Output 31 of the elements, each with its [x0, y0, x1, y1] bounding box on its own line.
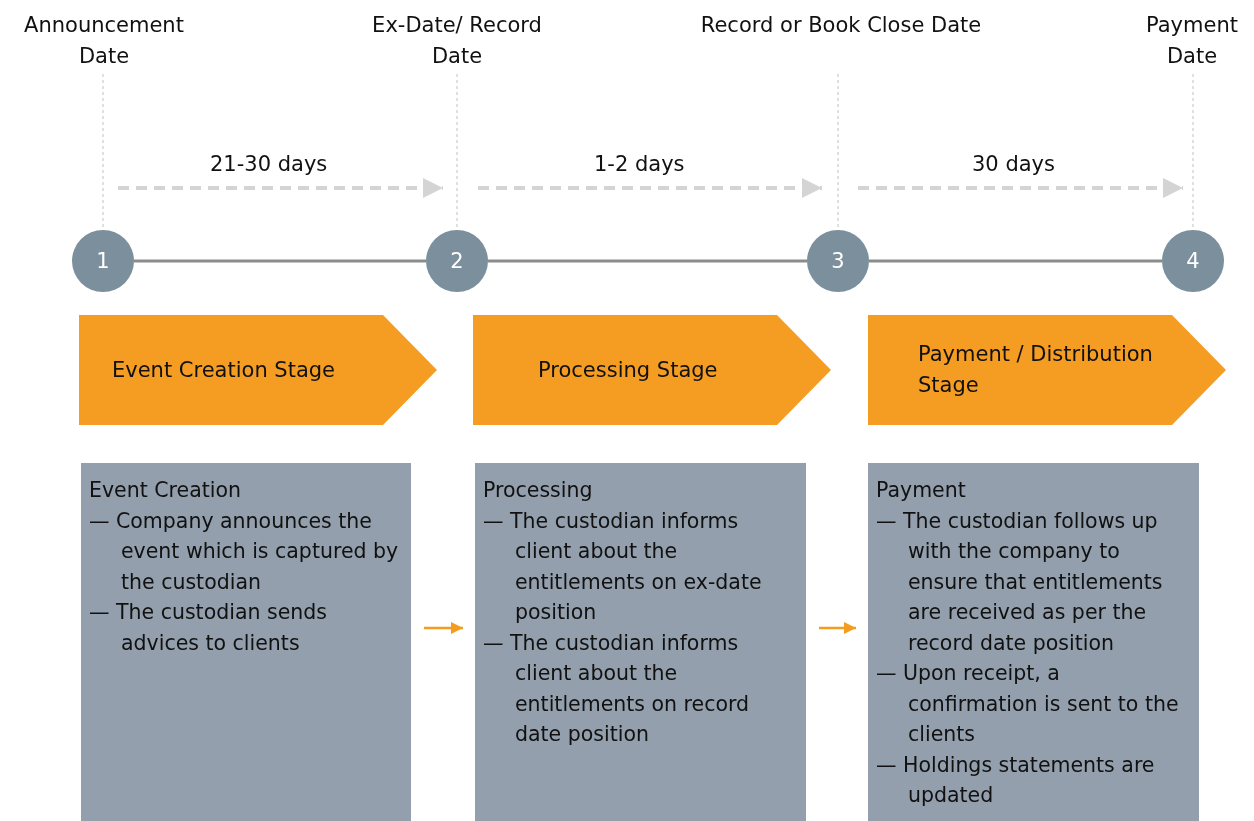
step-circle: 3 — [807, 230, 869, 292]
stage-title: Processing Stage — [538, 356, 719, 384]
info-panel — [81, 463, 411, 821]
arrow — [424, 621, 463, 635]
arrow — [819, 621, 856, 635]
duration-label: 30 days — [972, 152, 1055, 176]
stage-chevron — [79, 315, 437, 425]
bullet-item: — Company announces the event which is captured by the custodian — [89, 507, 400, 596]
duration-label: 21-30 days — [210, 152, 328, 176]
bullet-item: — The custodian informs client about the entitlements on ex-date position — [483, 507, 763, 626]
bullet-item: — The custodian follows up with the company to ensure that entitlements are received as per the record date position — [876, 507, 1164, 657]
step-circle: 4 — [1162, 230, 1224, 292]
info-panel — [868, 463, 1199, 821]
step-circle: 1 — [72, 230, 134, 292]
stage-chevron — [473, 315, 831, 425]
stage-title: Payment / Distribution Stage — [918, 341, 1154, 399]
stage-chevron — [868, 315, 1226, 425]
panel-heading: Payment — [876, 477, 967, 504]
stage-title: Event Creation Stage — [112, 356, 337, 384]
panel-heading: Processing — [483, 477, 594, 504]
timeline-line — [134, 259, 426, 263]
timeline-line — [488, 259, 807, 263]
bullet-item: — The custodian sends advices to clients — [89, 599, 328, 657]
step-circle: 2 — [426, 230, 488, 292]
panel-heading: Event Creation — [89, 477, 242, 504]
info-panel — [475, 463, 806, 821]
bullet-item: — The custodian informs client about the entitlements on record date position — [483, 629, 751, 748]
bullet-item: — Holdings statements are updated — [876, 751, 1156, 809]
duration-label: 1-2 days — [594, 152, 685, 176]
timeline-line — [869, 259, 1162, 263]
bullet-item: — Upon receipt, a confirmation is sent to the clients — [876, 660, 1180, 748]
